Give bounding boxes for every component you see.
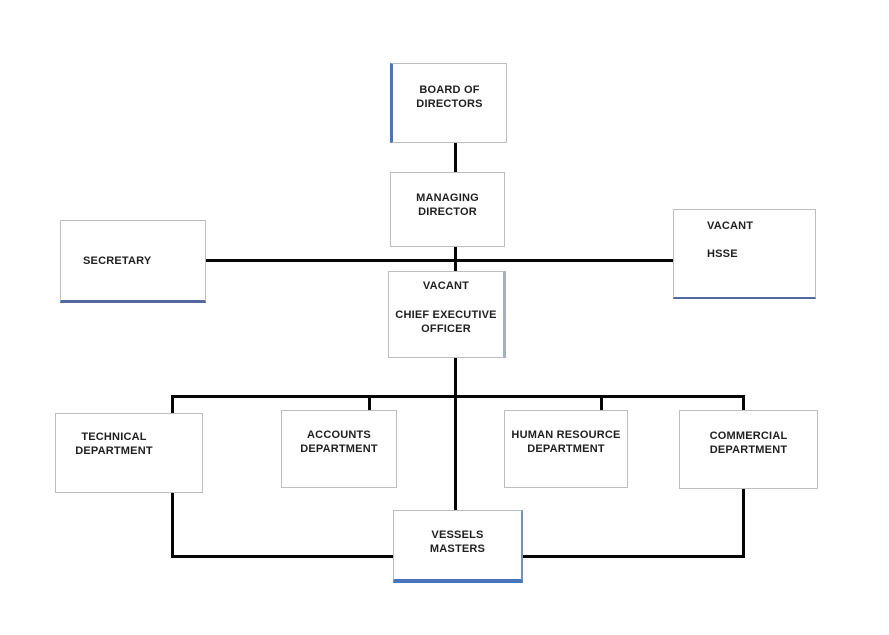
node-label: DIRECTOR (418, 206, 477, 218)
org-node-technical-department: TECHNICAL DEPARTMENT (55, 413, 203, 493)
node-label: DEPARTMENT (527, 443, 605, 455)
connector-managing-director-row (206, 259, 674, 262)
org-node-secretary: SECRETARY (60, 220, 206, 303)
connector-stub-commercial (742, 397, 745, 411)
node-label: DEPARTMENT (300, 443, 378, 455)
node-label: OFFICER (421, 323, 471, 335)
vacancy-status-label: VACANT (422, 280, 470, 292)
connector-bottom-left-to-vessels (171, 555, 394, 558)
connector-bottom-right-to-vessels (523, 555, 745, 558)
node-label: TECHNICAL (81, 431, 147, 443)
vacancy-status-label: VACANT (707, 220, 754, 232)
org-node-chief-executive-officer: VACANT CHIEF EXECUTIVE OFFICER (388, 271, 506, 358)
node-label: MANAGING (416, 192, 479, 204)
org-node-commercial-department: COMMERCIAL DEPARTMENT (679, 410, 818, 489)
connector-departments-row (171, 395, 745, 398)
node-label: HUMAN RESOURCE (511, 429, 621, 441)
org-node-human-resource-department: HUMAN RESOURCE DEPARTMENT (504, 410, 628, 488)
node-label: VESSELS (431, 529, 484, 541)
connector-stub-human-resource (600, 397, 603, 411)
connector-commercial-to-bottom (742, 488, 745, 558)
org-node-vessels-masters: VESSELS MASTERS (393, 510, 523, 583)
connector-technical-to-bottom (171, 492, 174, 558)
node-label: CHIEF EXECUTIVE (395, 309, 497, 321)
node-label: ACCOUNTS (307, 429, 371, 441)
org-node-accounts-department: ACCOUNTS DEPARTMENT (281, 410, 397, 488)
node-label: DEPARTMENT (709, 444, 788, 456)
org-node-hsse: VACANT HSSE (673, 209, 816, 299)
org-node-managing-director: MANAGING DIRECTOR (390, 172, 505, 247)
node-label: COMMERCIAL (709, 430, 788, 442)
node-label: MASTERS (429, 543, 486, 555)
node-label: SECRETARY (83, 254, 152, 267)
org-node-board-of-directors: BOARD OF DIRECTORS (390, 63, 507, 143)
node-label: DIRECTORS (416, 98, 483, 110)
connector-ceo-to-vessels-masters (454, 357, 457, 511)
node-label: DEPARTMENT (75, 445, 153, 457)
connector-stub-accounts (368, 397, 371, 411)
connector-stub-technical (171, 397, 174, 414)
node-label: BOARD OF (419, 84, 480, 96)
connector-board-to-managing-director (454, 143, 457, 173)
node-label: HSSE (707, 248, 738, 260)
connector-managing-director-to-ceo (454, 246, 457, 272)
